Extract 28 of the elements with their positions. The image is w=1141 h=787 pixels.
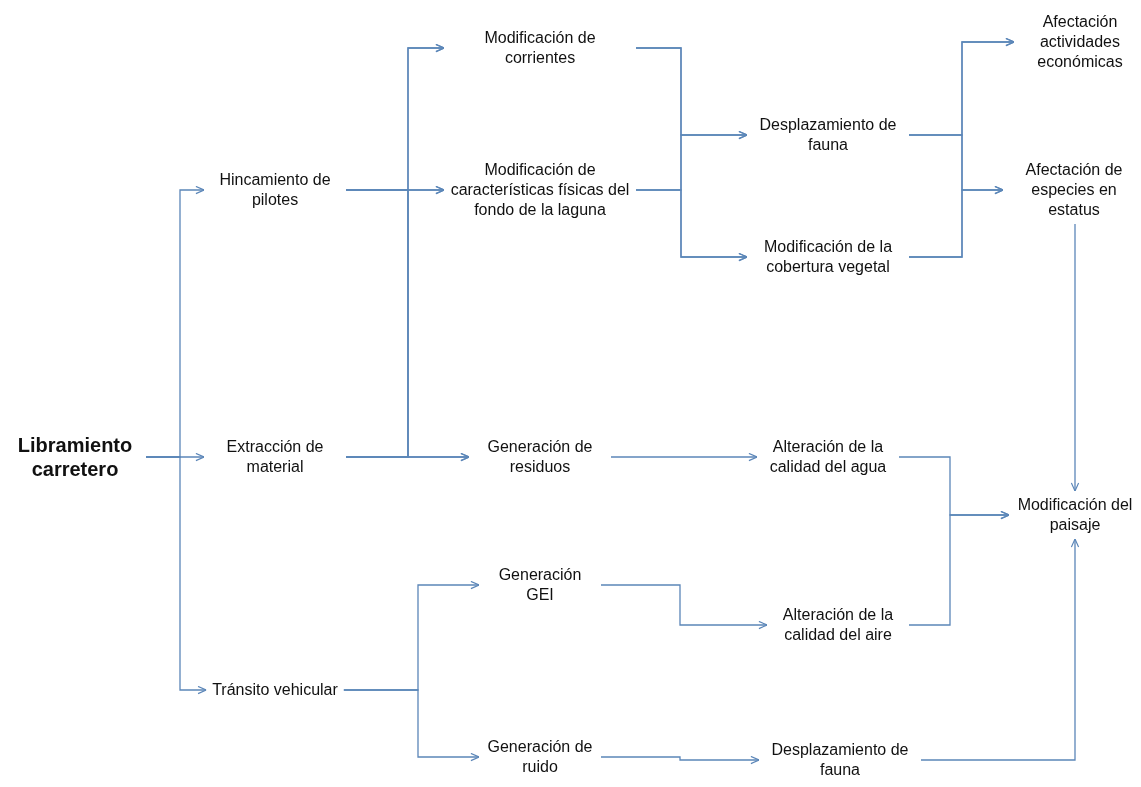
- connector-arrow: [1070, 223, 1080, 492]
- connector-arrow: [908, 185, 1004, 258]
- node-label: Desplazamiento de fauna: [770, 740, 910, 780]
- node-label: Modificación de características físicas del fondo de la laguna: [450, 160, 630, 220]
- connector-arrow: [635, 189, 748, 262]
- node-label: Tránsito vehicular: [212, 680, 338, 700]
- connector-arrow: [343, 689, 480, 762]
- connector-arrow: [610, 452, 758, 462]
- node-label: Afectación de especies en estatus: [1024, 160, 1124, 220]
- node-label: Alteración de la calidad del agua: [768, 437, 888, 477]
- node-label: Modificación de la cobertura vegetal: [762, 237, 894, 277]
- node-label: Generación GEI: [497, 565, 583, 605]
- node-label: Modificación del paisaje: [1016, 495, 1134, 535]
- connector-arrow: [600, 755, 760, 765]
- connector-arrow: [345, 452, 470, 462]
- node-label: Extracción de material: [225, 437, 325, 477]
- node-label: Generación de residuos: [486, 437, 594, 477]
- connector-arrow: [908, 510, 1010, 626]
- connector-arrow: [145, 456, 207, 695]
- node-label: Alteración de la calidad del aire: [781, 605, 895, 645]
- connector-arrow: [920, 538, 1080, 761]
- node-label: Modificación de corrientes: [483, 28, 597, 68]
- node-label: Desplazamiento de fauna: [758, 115, 898, 155]
- node-label: Generación de ruido: [486, 737, 594, 777]
- node-label: Libramiento carretero: [16, 433, 134, 481]
- connector-arrow: [600, 584, 768, 630]
- node-label: Afectación actividades económicas: [1036, 12, 1124, 72]
- node-label: Hincamiento de pilotes: [218, 170, 332, 210]
